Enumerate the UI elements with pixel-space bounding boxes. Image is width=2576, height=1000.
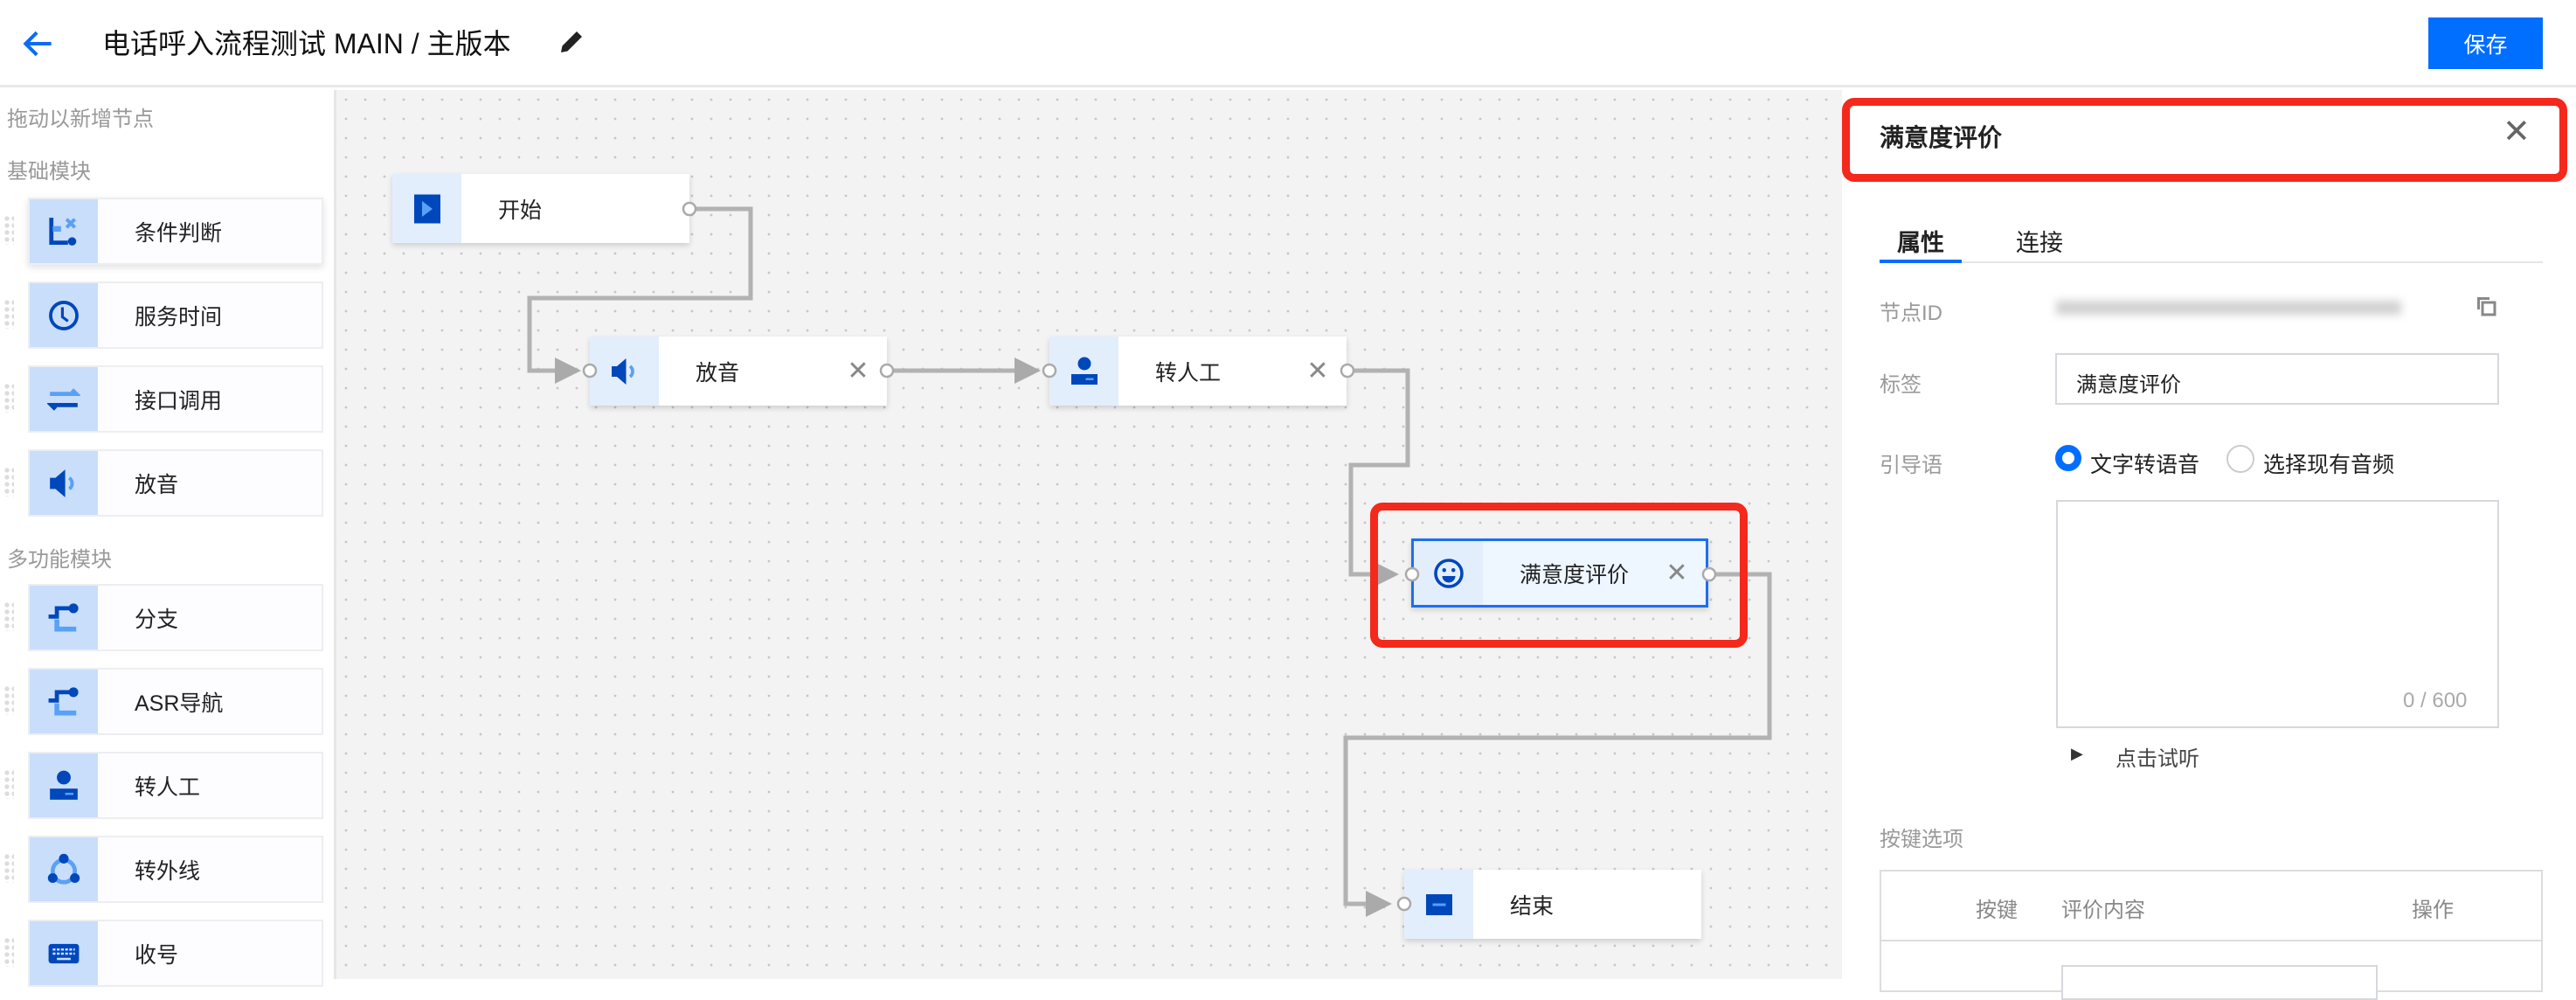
top-bar: 电话呼入流程测试 MAIN / 主版本 保存 [0, 0, 2576, 87]
drag-handle-icon[interactable] [3, 937, 14, 967]
radio-tts-selected[interactable] [2055, 445, 2081, 471]
delete-node-icon[interactable]: ✕ [1306, 357, 1329, 385]
basic-modules-title: 基础模块 [7, 160, 91, 184]
key-options-label: 按键选项 [1880, 828, 1963, 851]
speaker-icon [50, 469, 74, 497]
back-arrow-icon[interactable] [19, 24, 58, 63]
drag-handle-icon[interactable] [3, 685, 14, 715]
delete-node-icon[interactable]: ✕ [847, 357, 869, 385]
clock-icon [49, 300, 79, 330]
palette-item-external-line[interactable]: 转外线 [28, 836, 323, 903]
table-header-action: 操作 [2412, 899, 2454, 922]
condition-icon [49, 217, 77, 246]
agent-icon [50, 770, 78, 800]
close-icon[interactable]: ✕ [2503, 114, 2531, 150]
drag-handle-icon[interactable] [3, 383, 14, 413]
stop-icon [1425, 893, 1452, 915]
highlight-box [1842, 98, 2567, 182]
delete-node-icon[interactable]: ✕ [1665, 559, 1688, 587]
table-header-key: 按键 [1976, 899, 2018, 922]
copy-icon[interactable] [2476, 295, 2496, 316]
play-triangle-icon[interactable]: ▶ [2071, 745, 2083, 762]
node-id-label: 节点ID [1880, 302, 1942, 325]
drag-handle-icon[interactable] [3, 853, 14, 883]
share-icon [47, 853, 80, 885]
smiley-icon [1433, 558, 1464, 588]
drag-handle-icon[interactable] [3, 769, 14, 799]
panel-title: 满意度评价 [1880, 124, 2003, 151]
tag-input[interactable]: 满意度评价 [2055, 353, 2499, 405]
palette-item-api-call[interactable]: 接口调用 [28, 365, 323, 433]
active-tab-indicator [1880, 260, 1962, 263]
agent-icon [1070, 357, 1098, 385]
palette-item-condition[interactable]: 条件判断 [28, 198, 323, 265]
evaluation-content-input[interactable] [2061, 965, 2378, 1000]
flow-node-start[interactable]: 开始 [392, 174, 689, 243]
tag-label: 标签 [1880, 373, 1922, 397]
drag-handle-icon[interactable] [3, 601, 14, 631]
prompt-textarea[interactable] [2056, 500, 2499, 728]
multi-modules-title: 多功能模块 [7, 548, 112, 572]
palette-item-collect-digits[interactable]: 收号 [28, 920, 323, 987]
branch-icon [48, 602, 79, 631]
flow-node-end[interactable]: 结束 [1404, 870, 1701, 939]
connector-start-to-play[interactable] [527, 206, 753, 384]
drag-handle-icon[interactable] [3, 299, 14, 329]
highlight-box [1370, 503, 1748, 648]
pencil-icon[interactable] [556, 26, 587, 58]
flow-node-agent[interactable]: 转人工✕ [1049, 337, 1347, 406]
char-counter: 0 / 600 [2403, 689, 2468, 712]
palette-item-service-time[interactable]: 服务时间 [28, 281, 323, 349]
listen-link[interactable]: 点击试听 [2116, 747, 2199, 771]
swap-icon [47, 387, 80, 411]
save-button[interactable]: 保存 [2428, 17, 2543, 69]
flow-node-play-audio[interactable]: 放音✕ [590, 337, 887, 406]
drag-handle-icon[interactable] [3, 215, 14, 245]
flow-node-satisfaction[interactable]: 满意度评价✕ [1411, 538, 1708, 608]
prompt-label: 引导语 [1880, 454, 1942, 477]
palette-item-play-audio[interactable]: 放音 [28, 449, 323, 517]
connector-survey-to-end[interactable] [1343, 572, 1772, 917]
radio-tts-label[interactable]: 文字转语音 [2090, 453, 2200, 477]
palette-item-asr[interactable]: ASR导航 [28, 668, 323, 735]
connectors [527, 206, 1772, 917]
tab-connections[interactable]: 连接 [2016, 230, 2063, 256]
palette-item-agent[interactable]: 转人工 [28, 752, 323, 819]
keyboard-icon [48, 943, 80, 963]
connector-agent-to-survey[interactable] [1348, 368, 1410, 587]
branch-icon [48, 686, 79, 715]
radio-existing-audio[interactable] [2226, 445, 2254, 473]
table-header-divider [1880, 940, 2543, 941]
speaker-icon [611, 358, 634, 385]
node-id-value-blurred [2056, 301, 2401, 315]
page-title: 电话呼入流程测试 MAIN / 主版本 [102, 28, 511, 59]
drag-handle-icon[interactable] [3, 467, 14, 497]
palette-hint: 拖动以新增节点 [7, 108, 154, 131]
play-icon [413, 194, 440, 223]
palette-item-branch[interactable]: 分支 [28, 584, 323, 651]
tab-properties[interactable]: 属性 [1897, 230, 1944, 256]
radio-existing-audio-label[interactable]: 选择现有音频 [2263, 453, 2395, 477]
tabs-divider [1880, 261, 2543, 263]
table-header-content: 评价内容 [2061, 899, 2145, 922]
